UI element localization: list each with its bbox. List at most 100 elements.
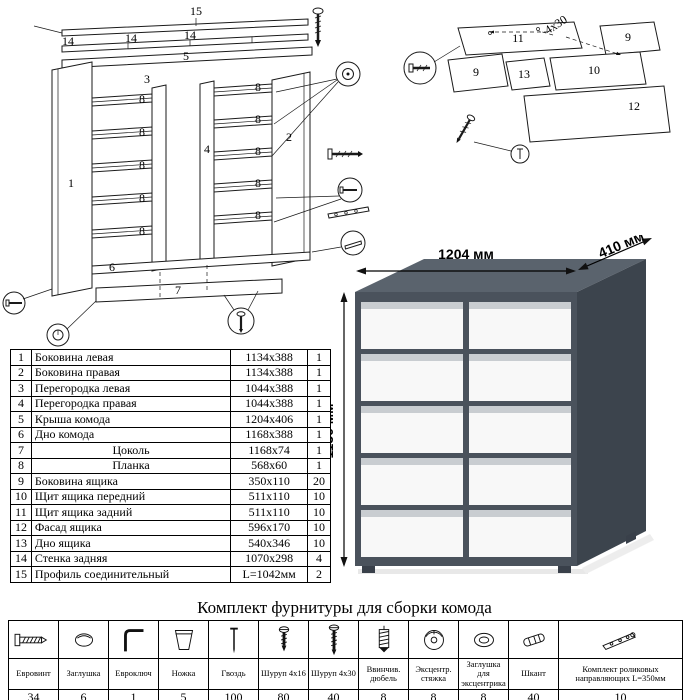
part-label-15: 15 [190,4,202,18]
leg-icon [174,629,193,650]
hardware-name: Заглушка для эксцентрика [458,657,509,691]
detail-callout-nail [510,144,530,164]
hardware-icon-cell [408,620,459,659]
drawer-front [469,302,571,349]
screw-short-icon [278,625,289,651]
part-label-8: 8 [255,144,261,158]
euroscrew-glyph-top [312,7,324,47]
hardware-icons-row [8,620,683,659]
part-name: Боковина левая [30,349,232,366]
leg [362,566,375,573]
dowel-icon [522,633,545,646]
hardware-name: Шуруп 4x30 [308,657,359,691]
part-size: 1168x388 [230,426,309,443]
part-size: 568x60 [230,457,309,474]
detail-callout-euroscrew [403,45,461,85]
hardware-name: Ножка [158,657,209,691]
part-label-8: 8 [139,158,145,172]
left-side-panel-1 [51,61,93,297]
hardware-name: Комплект роликовых направляющих L=350мм [558,657,683,691]
part-label-12: 12 [628,99,640,113]
part-label-4: 4 [204,142,210,156]
detail-callout-rail-right [311,230,366,256]
part-qty: 1 [307,457,331,474]
cam-cap-icon [473,632,494,647]
part-number: 6 [10,426,32,443]
part-label-8: 8 [255,80,261,94]
part-qty: 10 [307,504,331,521]
detail-callout-cam-left [46,300,97,347]
cam-icon [423,629,444,650]
drawer-groove [469,510,571,517]
chest-top-face [355,259,646,292]
part-number: 12 [10,519,32,536]
screw-long-icon [328,624,339,655]
drawer-facade-12 [523,85,671,143]
part-number: 7 [10,442,32,459]
part-size: 350x110 [230,473,309,490]
part-label-14: 14 [125,31,137,45]
part-label-14: 14 [184,28,196,42]
part-label-8: 8 [139,125,145,139]
part-label-8: 8 [255,112,261,126]
detail-callout-euroscrew-right [273,177,363,223]
part-qty: 10 [307,535,331,552]
part-name: Перегородка левая [30,380,232,397]
part-size: 1204x406 [230,411,309,428]
drawer-rails-right [213,83,273,225]
part-label-11: 11 [512,31,524,45]
part-label-9: 9 [473,65,479,79]
hardware-qty: 10 [558,689,683,700]
part-qty: 1 [307,395,331,412]
drawer-front-panel-10 [549,51,647,91]
hardware-name: Заглушка [58,657,109,691]
part-qty: 10 [307,519,331,536]
part-label-8: 8 [139,92,145,106]
part-number: 1 [10,349,32,366]
width-dimension: 1204 мм [356,246,576,275]
width-label: 1204 мм [438,246,494,262]
part-size: 1070x298 [230,550,309,567]
part-number: 14 [10,550,32,567]
part-number: 4 [10,395,32,412]
part-size: 1044x388 [230,380,309,397]
part-name: Боковина ящика [30,473,232,490]
part-number: 8 [10,457,32,474]
cap-icon [74,632,93,647]
part-number: 11 [10,504,32,521]
part-qty: 1 [307,349,331,366]
part-size: 1134x388 [230,349,309,366]
part-qty: 4 [307,550,331,567]
hardware-name: Гвоздь [208,657,259,691]
part-number: 15 [10,566,32,583]
part-name: Фасад ящика [30,519,232,536]
euroscrew-icon [14,633,47,646]
hardware-icon-cell [308,620,359,659]
part-qty: 1 [307,380,331,397]
hardware-name: Шкант [508,657,559,691]
part-number: 13 [10,535,32,552]
part-number: 10 [10,488,32,505]
screw-glyph [456,114,476,143]
drawer-groove [361,302,463,309]
hardware-icon-cell [8,620,59,659]
part-label-1: 1 [68,176,74,190]
hardware-icon-cell [458,620,509,659]
drawer-side-panel-right-9 [599,21,661,56]
rail-icon [601,631,636,650]
drawer-front [469,510,571,557]
hardware-icon-cell [508,620,559,659]
drawer-side-panel-left-9 [447,53,509,93]
part-size: 1134x388 [230,364,309,381]
detail-callout-cam-right [271,61,361,157]
hardware-qty: 100 [208,689,259,700]
part-label-7: 7 [175,283,181,297]
part-label-14: 14 [62,34,74,48]
drawer-groove [361,510,463,517]
